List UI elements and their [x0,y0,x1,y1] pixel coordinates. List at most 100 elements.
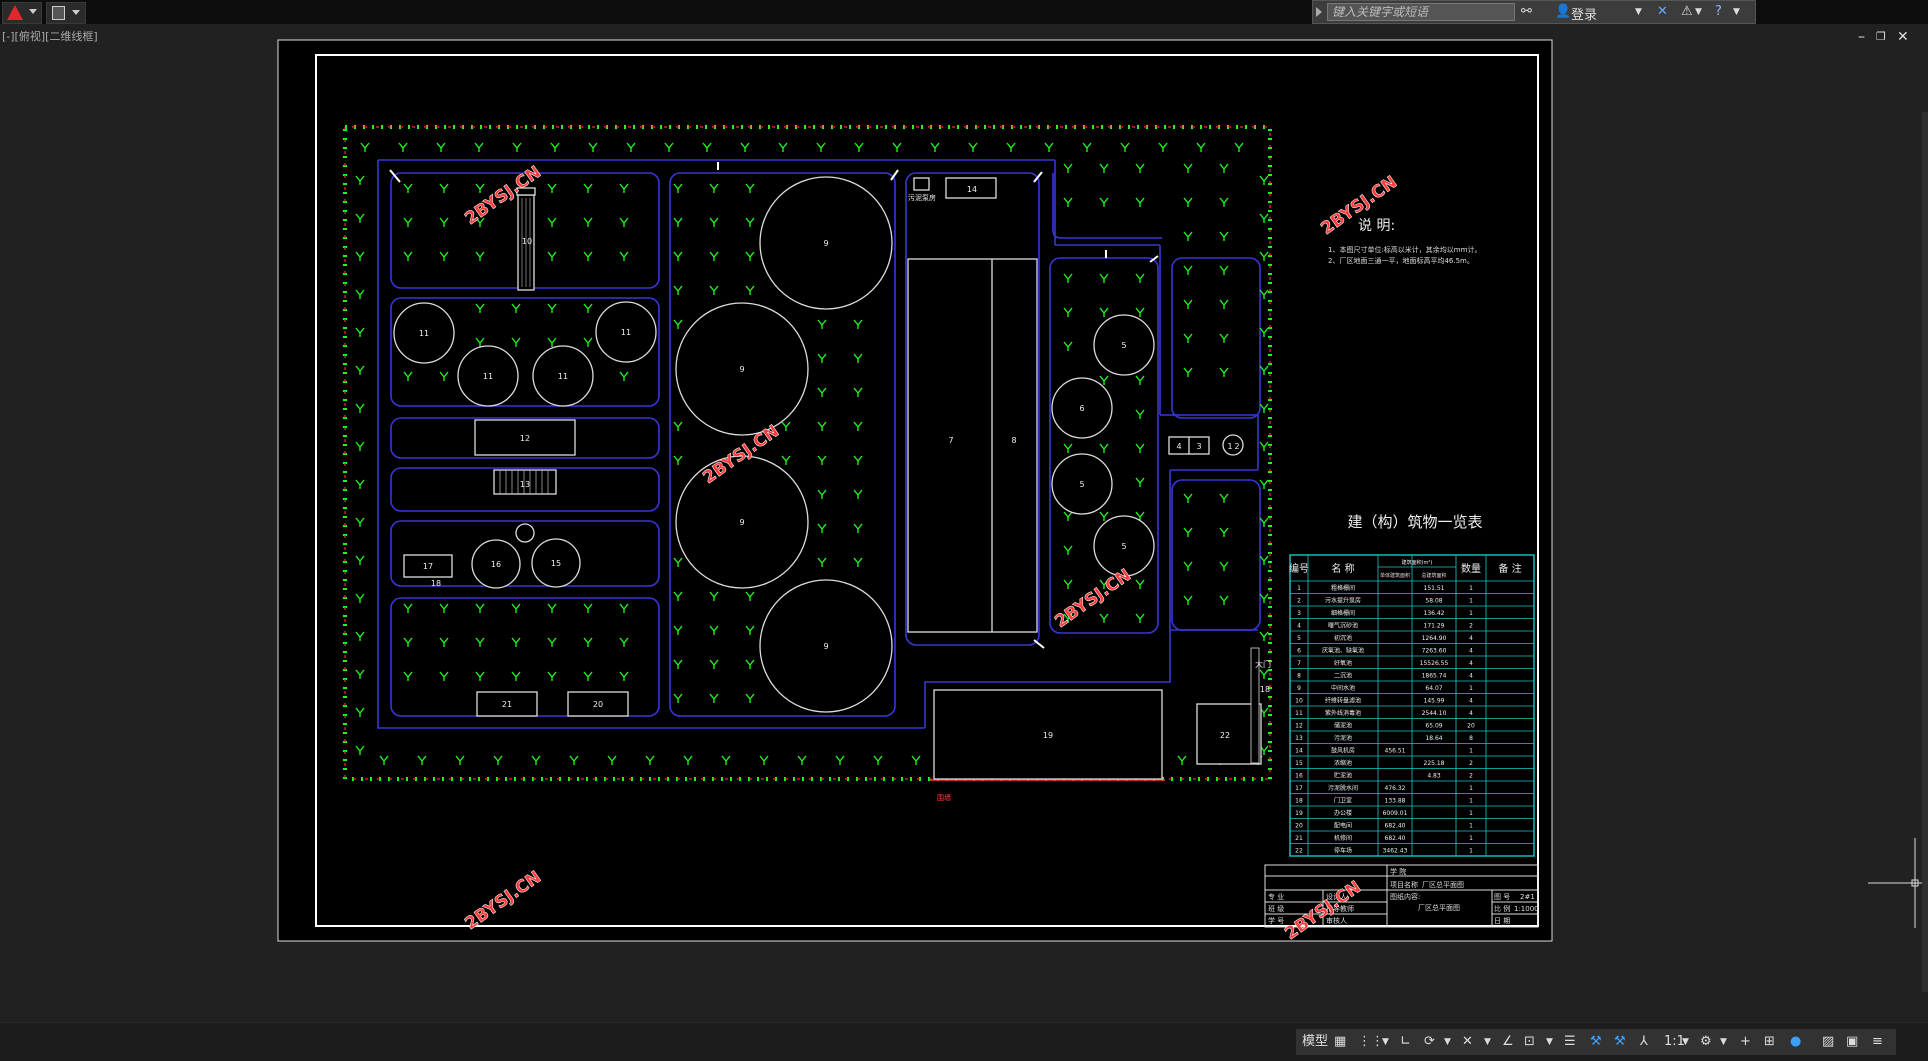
osnap-icon[interactable]: ✕ [1462,1034,1473,1049]
tree-icon [355,707,365,717]
tank-5c[interactable] [1093,515,1155,577]
exchange-icon[interactable]: ✕ [1657,4,1668,19]
drawing-canvas[interactable]: 10 14 11 11 11 11 12 13 17 18 16 15 21 2… [0,0,1928,1020]
annotation-visibility-icon[interactable]: ⚒ [1614,1034,1626,1049]
building-21[interactable] [476,691,538,717]
label-b16: 16 [491,560,501,569]
snap-icon[interactable]: ⋮⋮ [1358,1034,1384,1049]
login-button[interactable]: 登录 [1571,8,1598,23]
hardware-acceleration-icon[interactable]: ⊞ [1764,1034,1775,1049]
tree-icon [493,755,503,765]
tree-icon [403,637,413,647]
tree-icon [355,175,365,185]
tree-icon [439,251,449,261]
chevron-down-icon[interactable]: ▼ [1635,7,1642,17]
annotation-icon[interactable]: ⚒ [1590,1034,1602,1049]
tank-11d[interactable] [595,301,657,363]
binoculars-icon[interactable]: ⚯ [1521,4,1532,19]
tree-icon [673,183,683,193]
table-cell: 1 [1469,685,1473,692]
plus-icon[interactable]: + [1740,1034,1751,1049]
tree-icon [355,631,365,641]
table-cell: 4.83 [1427,773,1441,780]
tree-icon [1099,307,1109,317]
building-17[interactable] [403,554,453,578]
tank-5a[interactable] [1093,314,1155,376]
tb-sheet-no: 2#1 [1520,893,1535,901]
tree-icon [475,603,485,613]
table-cell: 1 [1469,835,1473,842]
chevron-down-icon[interactable]: ▼ [1546,1037,1553,1047]
building-12[interactable] [474,419,576,456]
tree-icon [1183,197,1193,207]
connect-icon[interactable]: ⚠ [1681,4,1693,19]
chevron-down-icon[interactable]: ▼ [1695,7,1702,17]
scale-label[interactable]: 1:1 [1664,1034,1685,1049]
tank-11b[interactable] [457,345,519,407]
tank-16[interactable] [471,539,521,589]
tree-icon [1183,527,1193,537]
customization-menu-icon[interactable]: ≡ [1872,1034,1883,1049]
vertical-scrollbar[interactable] [1922,112,1928,992]
expand-arrow-icon[interactable] [1316,7,1322,17]
chevron-down-icon[interactable]: ▼ [1382,1037,1389,1047]
building-22[interactable] [1196,703,1262,765]
tank-11a[interactable] [393,302,455,364]
chevron-down-icon[interactable]: ▼ [1484,1037,1491,1047]
user-icon[interactable]: 👤 [1555,4,1572,19]
tb-major: 专 业 [1268,892,1284,901]
polar-icon[interactable]: ⟳ [1424,1034,1435,1049]
chevron-down-icon[interactable]: ▼ [1682,1037,1689,1047]
label-b5c: 5 [1121,542,1126,551]
viewport-label[interactable]: [-][俯视][二维线框] [2,30,98,43]
angle-icon[interactable]: ∠ [1502,1034,1514,1049]
building-19[interactable] [933,689,1163,780]
table-cell: 225.18 [1424,760,1445,767]
tree-icon [1219,367,1229,377]
building-7-8[interactable] [907,258,1038,633]
tank-11c[interactable] [532,345,594,407]
ucs-icon[interactable]: ⊡ [1524,1034,1535,1049]
tree-icon [673,319,683,329]
graphics-icon[interactable]: ▨ [1822,1034,1835,1049]
grid-icon[interactable]: ▦ [1334,1034,1347,1049]
minimize-icon[interactable]: – [1858,29,1865,45]
building-14[interactable] [945,177,997,199]
restore-icon[interactable]: ❐ [1876,30,1886,43]
isolate-icon[interactable]: ● [1790,1034,1802,1049]
table-cell: 18.64 [1425,735,1442,742]
application-menu-button[interactable] [2,2,42,24]
table-cell: 7263.60 [1422,648,1447,655]
search-input[interactable] [1327,3,1515,21]
tank-9d[interactable] [759,579,893,713]
help-icon[interactable]: ? [1715,4,1722,19]
model-tab[interactable]: 模型 [1302,1034,1329,1049]
tank-5b[interactable] [1051,453,1113,515]
ortho-icon[interactable]: ∟ [1400,1034,1411,1049]
crosshair-cursor [1868,838,1928,928]
tank-6[interactable] [1051,377,1113,439]
tree-icon [1259,365,1269,375]
annotation-scale-icon[interactable]: ⅄ [1640,1034,1648,1049]
quick-access-button[interactable] [46,2,86,24]
building-20[interactable] [567,691,629,717]
label-b22: 22 [1220,731,1230,740]
viewport-controls[interactable]: [-][俯视][二维线框] [2,28,98,44]
building-13[interactable] [493,469,557,495]
clean-screen-icon[interactable]: ▣ [1846,1034,1859,1049]
tree-icon [1135,613,1145,623]
tank-9c[interactable] [675,455,809,589]
chevron-down-icon[interactable]: ▼ [1444,1037,1451,1047]
close-icon[interactable]: ✕ [1897,29,1909,45]
chevron-down-icon[interactable]: ▼ [1720,1037,1727,1047]
lineweight-icon[interactable]: ☰ [1564,1034,1576,1049]
tank-9a[interactable] [759,176,893,310]
label-b12: 12 [520,434,530,443]
tree-icon [745,285,755,295]
gear-icon[interactable]: ⚙ [1700,1034,1712,1049]
tank-15[interactable] [531,538,581,588]
chevron-down-icon[interactable]: ▼ [1733,7,1740,17]
tank-9b[interactable] [675,302,809,436]
tree-icon [853,353,863,363]
tree-icon [547,337,557,347]
